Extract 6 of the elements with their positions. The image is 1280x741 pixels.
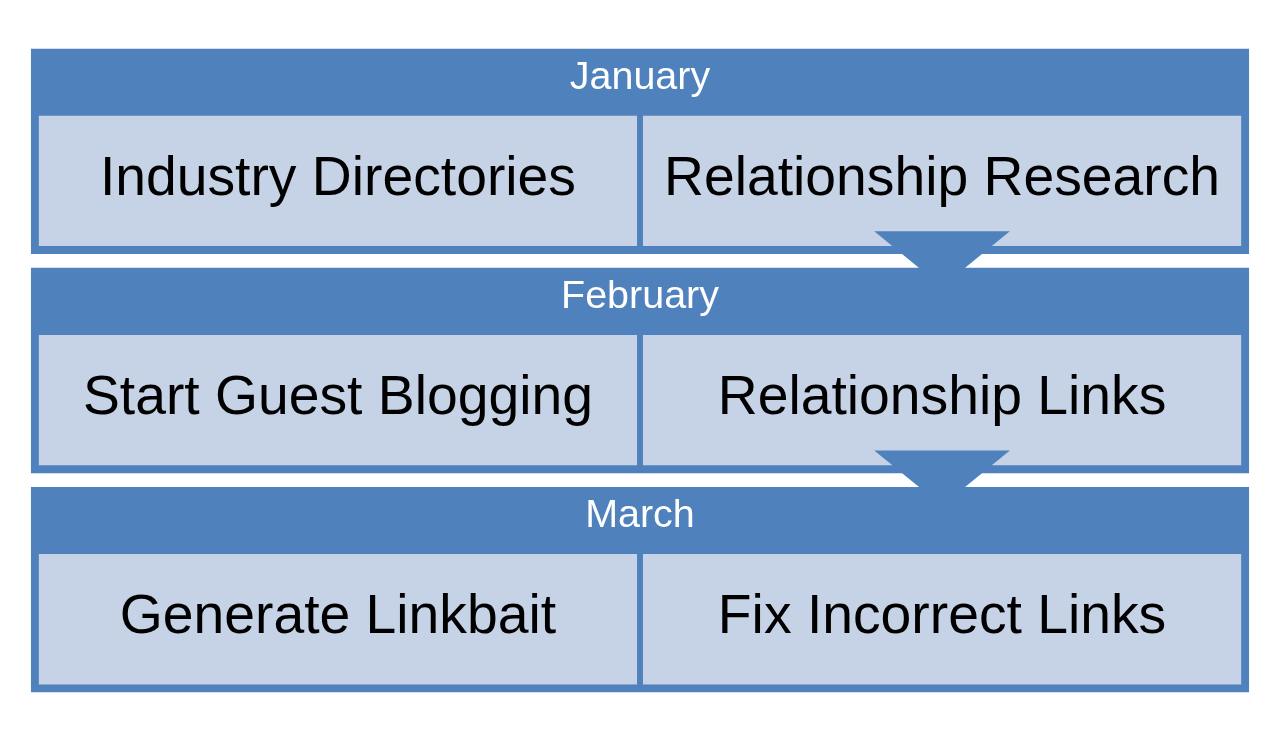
node-box: Fix Incorrect Links bbox=[642, 554, 1242, 685]
node-box: Relationship Links bbox=[642, 334, 1242, 466]
node-box: Relationship Research bbox=[642, 115, 1242, 247]
node-box: Industry Directories bbox=[38, 115, 638, 247]
node-box: Start Guest Blogging bbox=[38, 334, 638, 466]
node-box: Generate Linkbait bbox=[38, 554, 638, 685]
